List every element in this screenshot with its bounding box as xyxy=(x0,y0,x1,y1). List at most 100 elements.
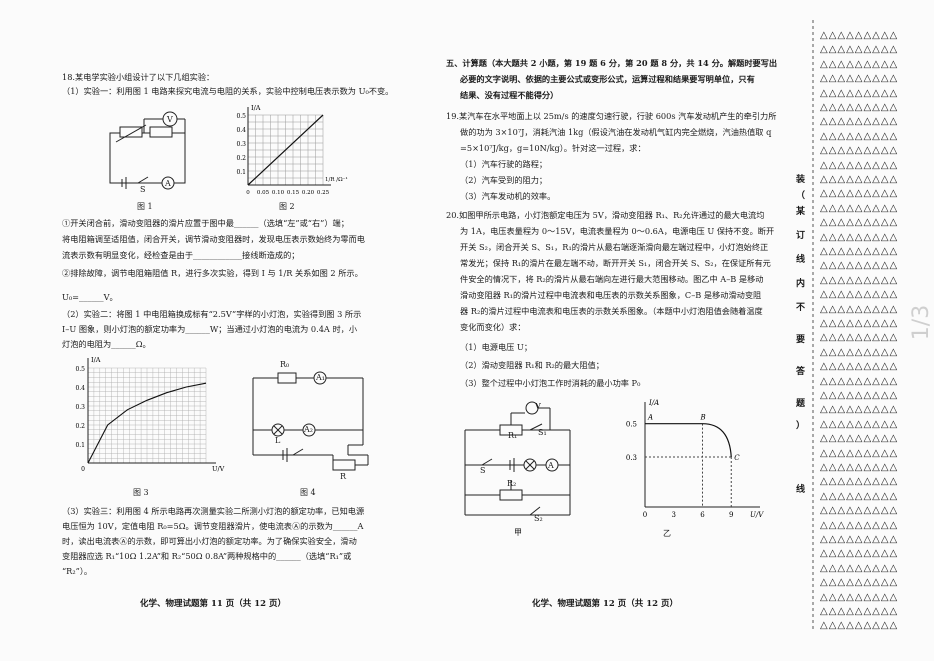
q18-line8: （2）实验二：将图 1 中电阻箱换成标有“2.5V”字样的小灯泡，实验得到图 3… xyxy=(62,309,362,319)
q18-title: 18.某电学实验小组设计了以下几组实验： xyxy=(62,72,215,82)
q19-sub3: （3）汽车发动机的效率。 xyxy=(460,191,556,201)
fig-jia-r1-label: R₁ xyxy=(508,431,518,440)
fig3-ytick: 0.3 xyxy=(75,404,85,411)
seal-char-9: 答 xyxy=(796,367,806,377)
fig3-data-curve xyxy=(87,382,207,464)
q20-line5: 件安全的情况下，将 R₂的滑片从最右端向左进行最大范围移动。图乙中 A–B 是移… xyxy=(460,274,764,284)
section5-line2: 必要的文字说明、依据的主要公式或变形公式，运算过程和结果要写明单位，只有 xyxy=(460,74,755,84)
fig2-xtick: 0.15 xyxy=(287,190,300,196)
seal-char-6: 内 xyxy=(796,279,806,289)
fig4-r0-label: R₀ xyxy=(280,360,290,369)
fig3-ytick: 0.4 xyxy=(75,385,85,392)
fig-yi-xtick: 6 xyxy=(700,511,705,519)
fig-yi-point-c: C xyxy=(734,454,740,462)
fig-yi-point-a: A xyxy=(647,414,653,422)
right-footer: 化学、物理试题第 12 页（共 12 页） xyxy=(532,599,678,609)
triangle-row: △△△△△△△△△ xyxy=(820,260,899,272)
fig-jia-s1-label: S₁ xyxy=(538,428,547,437)
q19-line1: 19.某汽车在水平地面上以 25m/s 的速度匀速行驶，行驶 600s 汽车发动… xyxy=(446,111,777,121)
left-footer: 化学、物理试题第 11 页（共 12 页） xyxy=(140,599,286,609)
q18-line3: ①开关闭合前，滑动变阻器的滑片应置于图中最______（选填“左”或“右”）端； xyxy=(62,218,349,228)
q20-line6: 滑动变阻器 R₁的滑片过程中电流表和电压表的示数关系图象，C–B 是移动滑动变阻 xyxy=(460,290,762,300)
fig1-caption: 图 1 xyxy=(137,202,153,211)
fig4-circuit xyxy=(252,371,369,471)
q18-line12: 电压恒为 10V，定值电阻 R₀=5Ω。调节变阻器滑片，使电流表Ⓐ的示数为___… xyxy=(62,521,364,531)
triangle-row: △△△△△△△△△ xyxy=(820,375,899,387)
q20-sub3: （3）整个过程中小灯泡工作时消耗的最小功率 P₀ xyxy=(460,378,641,388)
fig3-ytick: 0.2 xyxy=(75,423,85,430)
triangle-row: △△△△△△△△△ xyxy=(820,591,899,603)
q18-line13: 时，读出电流表Ⓐ的示数，即可算出小灯泡的额定功率。为了确保实验安全，滑动 xyxy=(62,536,357,546)
q18-line11: （3）实验三：利用图 4 所示电路再次测量实验二所测小灯泡的额定功率，已知电源 xyxy=(62,506,365,516)
fig2-xtick: 0.20 xyxy=(302,190,315,196)
triangle-row: △△△△△△△△△ xyxy=(820,404,899,416)
fig-jia-s-label: S xyxy=(480,466,486,475)
fig1-a-label: A xyxy=(165,179,171,188)
q19-sub1: （1）汽车行驶的路程； xyxy=(460,159,548,169)
triangle-row: △△△△△△△△△ xyxy=(820,303,899,315)
fig-yi-caption: 乙 xyxy=(663,529,671,538)
triangle-row: △△△△△△△△△ xyxy=(820,130,899,142)
fig1-circuit xyxy=(109,111,186,190)
fig-jia-caption: 甲 xyxy=(514,528,522,537)
fig-yi-ytick: 0.3 xyxy=(626,454,637,462)
q18-line10: 灯泡的电阻为______Ω。 xyxy=(62,339,151,349)
fig-yi-ylabel: I/A xyxy=(648,399,659,407)
fig-yi-xtick: 0 xyxy=(643,511,647,519)
triangle-row: △△△△△△△△△ xyxy=(820,102,899,113)
seal-char-10: 题 xyxy=(796,399,806,409)
q20-line2: 为 1A，电压表量程为 0～15V，电流表量程为 0～0.6A，电源电压 U 保… xyxy=(460,226,775,236)
triangle-row: △△△△△△△△△ xyxy=(820,418,899,430)
triangle-row: △△△△△△△△△ xyxy=(820,318,899,329)
binding-strip: △△△△△△△△△ △△△△△△△△△ △△△△△△△△△ △△△△△△△△△ △△△△… xyxy=(792,0,934,661)
q20-line4: 常发光；保持 R₁的滑片在最左端不动，断开开关 S₁，闭合开关 S、S₂，在保证… xyxy=(460,258,771,268)
triangle-row: △△△△△△△△△ xyxy=(820,73,899,85)
triangle-row: △△△△△△△△△ xyxy=(820,462,899,473)
fig2-ytick: 0.5 xyxy=(236,113,246,120)
fig-yi-xtick: 9 xyxy=(729,511,733,519)
seal-char-4: 订 xyxy=(796,231,806,241)
triangle-row: △△△△△△△△△ xyxy=(820,202,899,214)
fig2-ytick: 0.2 xyxy=(236,155,246,162)
seal-char-11: ） xyxy=(796,421,806,431)
binding-line xyxy=(812,20,814,630)
seal-char-8: 要 xyxy=(796,335,806,345)
q19-line3: =5×10⁷J/kg，g=10N/kg）。针对这一过程，求： xyxy=(460,143,646,153)
triangle-row: △△△△△△△△△ xyxy=(820,361,899,373)
left-page: 18.某电学实验小组设计了以下几组实验： （1）实验一：利用图 1 电路来探究电… xyxy=(0,0,430,661)
triangle-row: △△△△△△△△△ xyxy=(820,231,899,243)
triangle-row: △△△△△△△△△ xyxy=(820,447,899,459)
fig-jia-circuit xyxy=(464,401,571,516)
seal-char-1: 装 xyxy=(796,175,806,185)
fig1-s-label: S xyxy=(140,185,146,194)
fig-yi-point-b: B xyxy=(700,414,706,422)
fig2-ylabel: I/A xyxy=(251,104,261,112)
q18-line14: 变阻器应选 R₁“10Ω 1.2A”和 R₂“50Ω 0.8A”两种规格中的__… xyxy=(62,551,352,561)
right-page: 五、计算题（本大题共 2 小题，第 19 题 6 分，第 20 题 8 分，共 … xyxy=(430,0,792,661)
fig-yi-series-cb xyxy=(702,423,732,458)
seal-char-5: 线 xyxy=(796,255,806,265)
section5-title: 五、计算题（本大题共 2 小题，第 19 题 6 分，第 20 题 8 分，共 … xyxy=(446,58,778,68)
fig4-l-label: L xyxy=(275,436,281,445)
triangle-row: △△△△△△△△△ xyxy=(820,87,899,99)
triangle-row: △△△△△△△△△ xyxy=(820,490,899,502)
triangle-row: △△△△△△△△△ xyxy=(820,116,899,128)
q18-line4: 将电阻箱调至适阻值，闭合开关，调节滑动变阻器时，发现电压表示数始终为零而电 xyxy=(62,234,365,244)
fig2-data-line xyxy=(247,114,324,186)
q18-line15: “R₂”）。 xyxy=(62,566,93,576)
fig1-v-label: V xyxy=(167,115,173,124)
fig2-xtick: 0.10 xyxy=(272,190,285,196)
fig-jia-v-label: V xyxy=(535,402,541,411)
fig2-xlabel: 1/R /Ω⁻¹ xyxy=(325,176,348,183)
fig3-chart: 0.50.40.30.20.10I/AU/V xyxy=(75,356,224,473)
triangle-row: △△△△△△△△△ xyxy=(820,562,899,574)
triangle-row: △△△△△△△△△ xyxy=(820,188,899,200)
section5-line3: 结果、没有过程不能得分） xyxy=(460,90,559,100)
triangle-row: △△△△△△△△△ xyxy=(820,390,899,401)
fig-yi-ytick: 0.5 xyxy=(626,421,637,429)
triangle-row: △△△△△△△△△ xyxy=(820,519,899,531)
seal-char-2: （ xyxy=(796,191,806,201)
seal-char-12: 线 xyxy=(796,485,806,495)
triangle-row: △△△△△△△△△ xyxy=(820,346,899,358)
